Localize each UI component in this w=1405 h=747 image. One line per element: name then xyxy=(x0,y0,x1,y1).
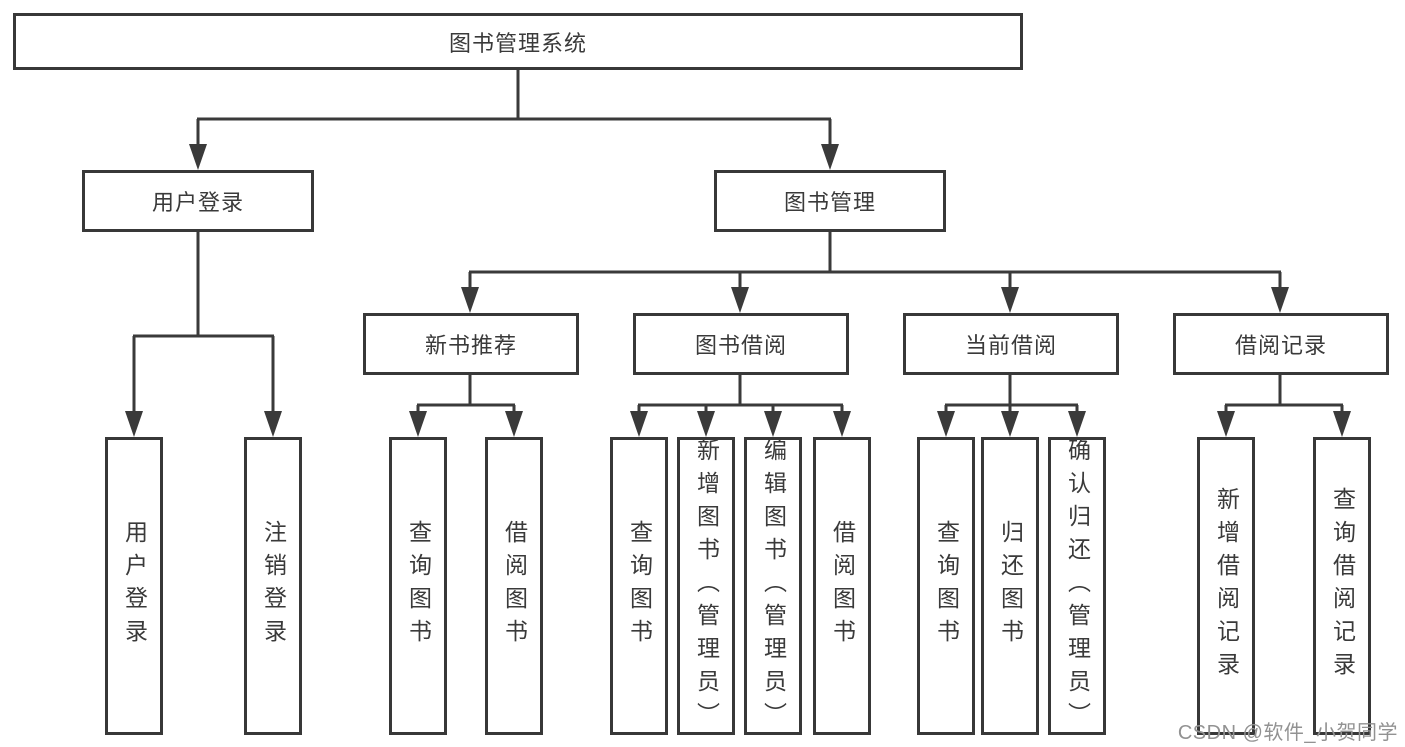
node-leaf-logout: 注销登录 xyxy=(244,437,302,735)
node-label: 归还图书 xyxy=(997,520,1024,652)
node-label: 图书管理系统 xyxy=(448,30,587,56)
node-borrow-records: 借阅记录 xyxy=(1173,313,1389,375)
node-label: 新书推荐 xyxy=(424,333,517,358)
node-leaf-borrow-books: 借阅图书 xyxy=(813,437,871,735)
node-leaf-borrow-books-recommend: 借阅图书 xyxy=(485,437,543,735)
node-leaf-return-books: 归还图书 xyxy=(981,437,1039,735)
node-label: 注销登录 xyxy=(260,520,287,652)
node-label: 当前借阅 xyxy=(964,333,1057,358)
node-label: 查询图书 xyxy=(626,520,653,652)
node-leaf-add-books-admin: 新增图书（管理员） xyxy=(677,437,735,735)
node-book-borrow: 图书借阅 xyxy=(633,313,849,375)
csdn-watermark: CSDN @软件_小贺同学 xyxy=(1177,722,1398,744)
node-leaf-query-books-borrow: 查询图书 xyxy=(610,437,668,735)
arrowheads xyxy=(125,144,1351,437)
node-label: 查询借阅记录 xyxy=(1329,487,1356,685)
node-label: 新增图书（管理员） xyxy=(693,437,720,735)
node-book-management: 图书管理 xyxy=(714,170,946,232)
node-leaf-query-books-recommend: 查询图书 xyxy=(389,437,447,735)
node-label: 用户登录 xyxy=(151,190,244,215)
node-leaf-query-borrow-record: 查询借阅记录 xyxy=(1313,437,1371,735)
node-label: 借阅记录 xyxy=(1234,333,1327,358)
node-label: 借阅图书 xyxy=(829,520,856,652)
node-root: 图书管理系统 xyxy=(13,13,1023,70)
node-label: 新增借阅记录 xyxy=(1213,487,1240,685)
node-user-login: 用户登录 xyxy=(82,170,314,232)
node-label: 编辑图书（管理员） xyxy=(760,437,787,735)
node-label: 借阅图书 xyxy=(501,520,528,652)
node-label: 图书管理 xyxy=(783,190,876,215)
node-leaf-confirm-return-admin: 确认归还（管理员） xyxy=(1048,437,1106,735)
node-label: 查询图书 xyxy=(405,520,432,652)
node-label: 图书借阅 xyxy=(694,333,787,358)
node-leaf-query-books-current: 查询图书 xyxy=(917,437,975,735)
node-label: 查询图书 xyxy=(933,520,960,652)
node-label: 用户登录 xyxy=(121,520,148,652)
node-leaf-edit-books-admin: 编辑图书（管理员） xyxy=(744,437,802,735)
node-new-book-recommend: 新书推荐 xyxy=(363,313,579,375)
node-leaf-add-borrow-record: 新增借阅记录 xyxy=(1197,437,1255,735)
node-label: 确认归还（管理员） xyxy=(1064,437,1091,735)
node-leaf-user-login: 用户登录 xyxy=(105,437,163,735)
node-current-borrow: 当前借阅 xyxy=(903,313,1119,375)
